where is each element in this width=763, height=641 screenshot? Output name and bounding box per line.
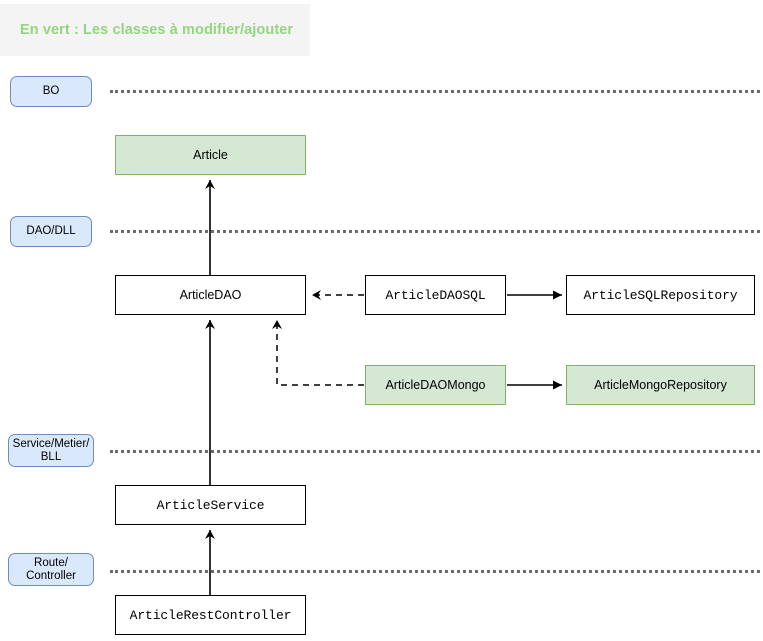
legend-text: En vert : Les classes à modifier/ajouter (20, 22, 294, 38)
node-articlerestcontroller[interactable]: ArticleRestController (115, 595, 306, 635)
layer-label-service-bll[interactable]: Service/Metier/ BLL (8, 434, 94, 467)
node-articlesqlrepository[interactable]: ArticleSQLRepository (566, 275, 755, 315)
node-articledaosql[interactable]: ArticleDAOSQL (365, 275, 506, 315)
node-articledaomongo[interactable]: ArticleDAOMongo (365, 365, 506, 405)
node-article[interactable]: Article (115, 135, 306, 175)
separator-route (110, 570, 760, 573)
node-articlemongorepository[interactable]: ArticleMongoRepository (566, 365, 755, 405)
separator-service (110, 450, 760, 453)
legend-banner: En vert : Les classes à modifier/ajouter (0, 4, 310, 56)
separator-dao (110, 230, 760, 233)
edge-articledaomongo-to-articledao (272, 320, 364, 386)
layer-label-dao-dll[interactable]: DAO/DLL (10, 216, 92, 247)
layer-label-bo[interactable]: BO (10, 76, 92, 107)
node-articledao[interactable]: ArticleDAO (115, 275, 306, 315)
layer-label-route-controller[interactable]: Route/ Controller (8, 553, 94, 586)
separator-bo (110, 90, 760, 93)
node-articleservice[interactable]: ArticleService (115, 485, 306, 525)
